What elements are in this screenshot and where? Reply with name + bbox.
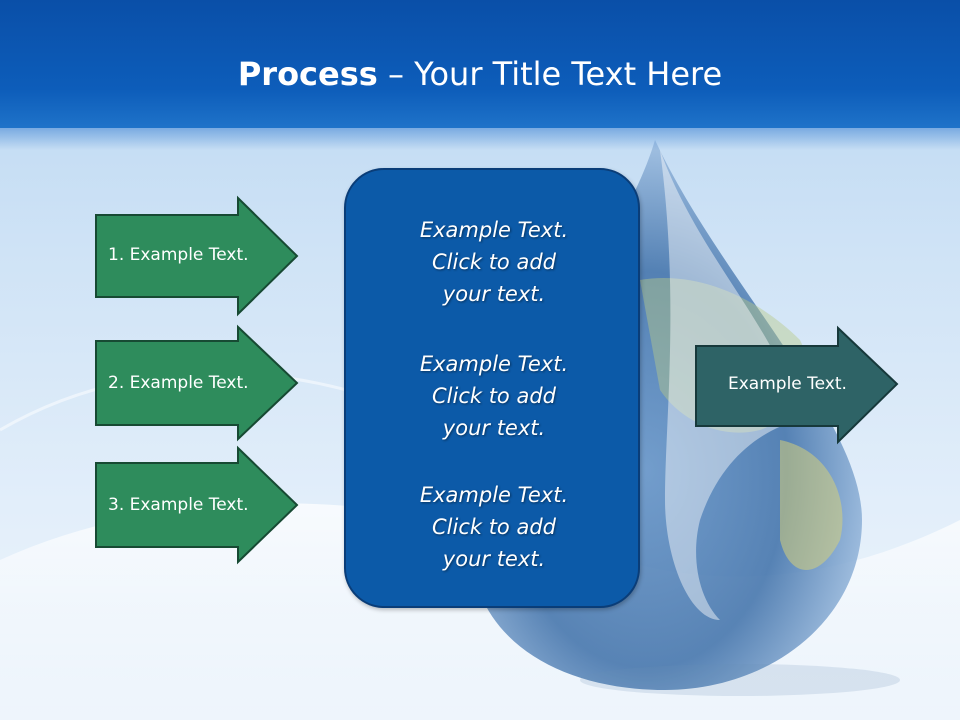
paragraph-line: your text. xyxy=(442,416,546,440)
arrow-shape xyxy=(95,445,299,565)
title-bar: Process – Your Title Text Here xyxy=(0,0,960,150)
arrow-shape xyxy=(695,325,899,445)
paragraph-line: your text. xyxy=(442,547,546,571)
title-bold: Process xyxy=(237,55,378,93)
paragraph-line: Example Text. xyxy=(419,483,569,507)
center-paragraph-2: Example Text. Click to add your text. xyxy=(346,348,642,444)
paragraph-line: Click to add xyxy=(431,515,556,539)
paragraph-line: your text. xyxy=(442,282,546,306)
arrow-label: Example Text. xyxy=(728,374,847,394)
center-paragraph-1: Example Text. Click to add your text. xyxy=(346,214,642,310)
arrow-label: 2. Example Text. xyxy=(108,373,249,393)
page-title: Process – Your Title Text Here xyxy=(0,52,960,96)
paragraph-line: Example Text. xyxy=(419,218,569,242)
center-text-box[interactable]: Example Text. Click to add your text. Ex… xyxy=(344,168,640,608)
arrow-shape xyxy=(95,195,299,317)
title-rest: – Your Title Text Here xyxy=(377,55,723,93)
arrow-shape xyxy=(95,324,299,442)
arrow-label: 1. Example Text. xyxy=(108,245,249,265)
paragraph-line: Click to add xyxy=(431,384,556,408)
arrow-label: 3. Example Text. xyxy=(108,495,249,515)
paragraph-line: Example Text. xyxy=(419,352,569,376)
paragraph-line: Click to add xyxy=(431,250,556,274)
center-paragraph-3: Example Text. Click to add your text. xyxy=(346,479,642,575)
